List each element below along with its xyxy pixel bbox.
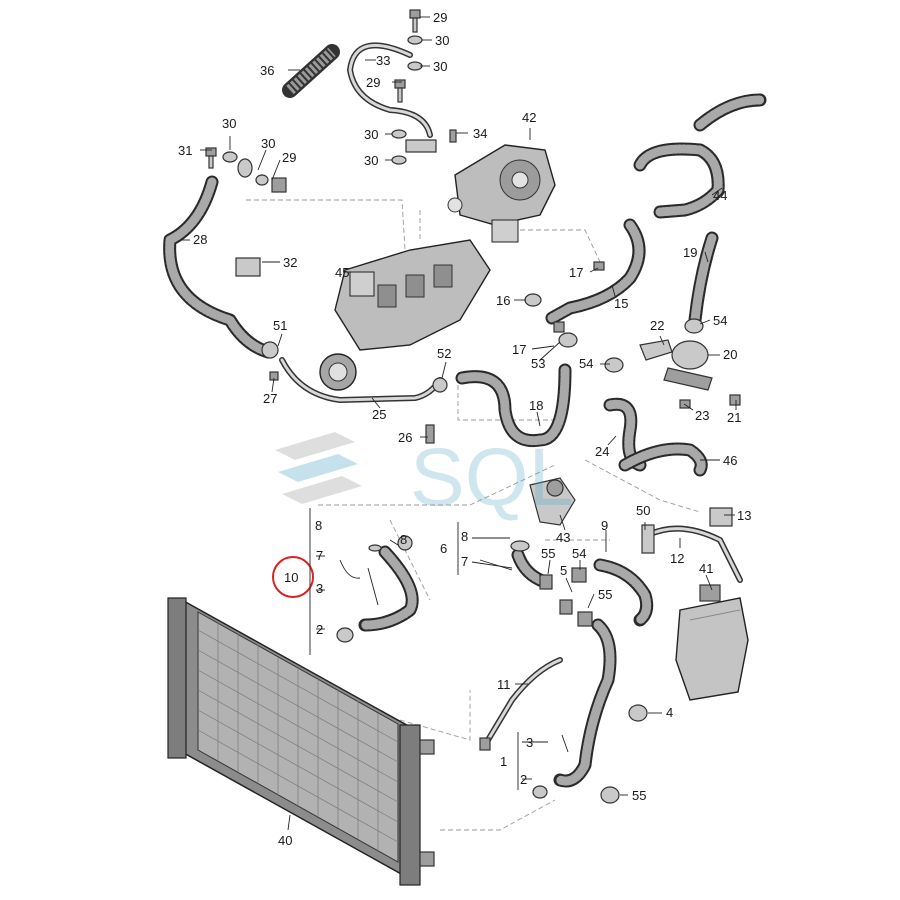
thermostat-housing: [529, 477, 576, 526]
callout-1: 1: [500, 754, 507, 769]
callout-53: 53: [531, 356, 545, 371]
callout-54: 54: [579, 356, 593, 371]
callout-51: 51: [273, 318, 287, 333]
callout-19: 19: [683, 245, 697, 260]
callout-23: 23: [695, 408, 709, 423]
sleeve: [282, 44, 340, 98]
callout-9: 9: [601, 518, 608, 533]
callout-29: 29: [282, 150, 296, 165]
callout-28: 28: [193, 232, 207, 247]
callout-55: 55: [632, 788, 646, 803]
callout-33: 33: [376, 53, 390, 68]
callout-2: 2: [520, 772, 527, 787]
callout-10: 10: [284, 570, 298, 585]
callout-17: 17: [569, 265, 583, 280]
callout-43: 43: [556, 530, 570, 545]
callout-25: 25: [372, 407, 386, 422]
callout-30: 30: [222, 116, 236, 131]
callout-54: 54: [713, 313, 727, 328]
callout-18: 18: [529, 398, 543, 413]
callout-8: 8: [315, 518, 322, 533]
callout-20: 20: [723, 347, 737, 362]
callout-44: 44: [713, 188, 727, 203]
callouts: 29 30 30 33 36 29 30 34 30 42 31 30 30 2…: [178, 10, 751, 848]
pipes: [279, 42, 743, 748]
callout-4: 4: [666, 705, 673, 720]
water-pump: [447, 144, 556, 243]
callout-34: 34: [473, 126, 487, 141]
callout-15: 15: [614, 296, 628, 311]
callout-6: 6: [440, 541, 447, 556]
callout-16: 16: [496, 293, 510, 308]
callout-54: 54: [572, 546, 586, 561]
callout-30: 30: [364, 127, 378, 142]
callout-42: 42: [522, 110, 536, 125]
small-parts: [205, 9, 741, 804]
callout-30: 30: [364, 153, 378, 168]
callout-21: 21: [727, 410, 741, 425]
watermark: SQL: [275, 432, 574, 523]
callout-8: 8: [461, 529, 468, 544]
callout-11: 11: [497, 677, 511, 692]
callout-32: 32: [283, 255, 297, 270]
callout-30: 30: [261, 136, 275, 151]
callout-2: 2: [316, 622, 323, 637]
turbo-manifold: [319, 239, 491, 391]
callout-24: 24: [595, 444, 609, 459]
callout-30: 30: [435, 33, 449, 48]
callout-5: 5: [560, 563, 567, 578]
callout-46: 46: [723, 453, 737, 468]
reference-lines: [246, 199, 701, 831]
callout-30: 30: [433, 59, 447, 74]
callout-7: 7: [316, 548, 323, 563]
expansion-tank: [675, 584, 749, 701]
callout-52: 52: [437, 346, 451, 361]
callout-55: 55: [541, 546, 555, 561]
callout-55: 55: [598, 587, 612, 602]
callout-27: 27: [263, 391, 277, 406]
watermark-text: SQL: [410, 432, 574, 523]
callout-40: 40: [278, 833, 292, 848]
callout-17: 17: [512, 342, 526, 357]
callout-7: 7: [461, 554, 468, 569]
callout-3: 3: [526, 735, 533, 750]
hoses: [163, 93, 767, 788]
callout-26: 26: [398, 430, 412, 445]
callout-3: 3: [316, 581, 323, 596]
callout-29: 29: [433, 10, 447, 25]
callout-8: 8: [400, 532, 407, 547]
callout-12: 12: [670, 551, 684, 566]
leader-lines: [180, 16, 737, 831]
callout-22: 22: [650, 318, 664, 333]
aux-pump: [639, 339, 713, 391]
highlight-circle: [272, 556, 314, 598]
radiator: [167, 597, 435, 886]
callout-13: 13: [737, 508, 751, 523]
callout-36: 36: [260, 63, 274, 78]
callout-45: 45: [335, 265, 349, 280]
callout-29: 29: [366, 75, 380, 90]
callout-50: 50: [636, 503, 650, 518]
callout-31: 31: [178, 143, 192, 158]
callout-41: 41: [699, 561, 713, 576]
